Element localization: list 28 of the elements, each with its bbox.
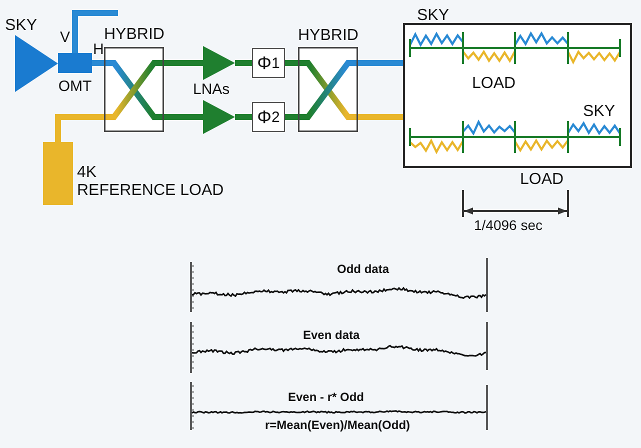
amplifier-label: LNAs [193, 82, 230, 98]
load-label: 4K REFERENCE LOAD [77, 164, 224, 200]
plot-title: Odd data [337, 263, 390, 276]
horn-label: SKY [5, 17, 38, 35]
signal-line [358, 60, 403, 66]
dimension-label: 1/4096 sec [474, 218, 542, 234]
signal-line [285, 60, 298, 66]
port-label: V [60, 30, 70, 46]
signal-label: LOAD [520, 171, 564, 189]
port-label: H [93, 42, 104, 58]
plot-title: Even data [303, 329, 360, 342]
signal-line [164, 114, 203, 120]
signal-line [92, 60, 104, 66]
signal-line [164, 60, 203, 66]
signal-label: SKY [583, 103, 616, 121]
omt-label: OMT [58, 79, 92, 96]
formula-label: r=Mean(Even)/Mean(Odd) [265, 419, 410, 432]
plot-title: Even - r* Odd [288, 391, 364, 404]
signal-line [358, 114, 403, 120]
signal-line [55, 114, 104, 142]
hybrid-label: HYBRID [298, 27, 358, 45]
signal-label: LOAD [472, 75, 516, 93]
signal-line [285, 114, 298, 120]
signal-line [72, 10, 118, 53]
hybrid-label: HYBRID [104, 26, 164, 44]
signal-label: SKY [417, 7, 450, 25]
signal-line [235, 114, 252, 120]
signal-line [235, 60, 252, 66]
